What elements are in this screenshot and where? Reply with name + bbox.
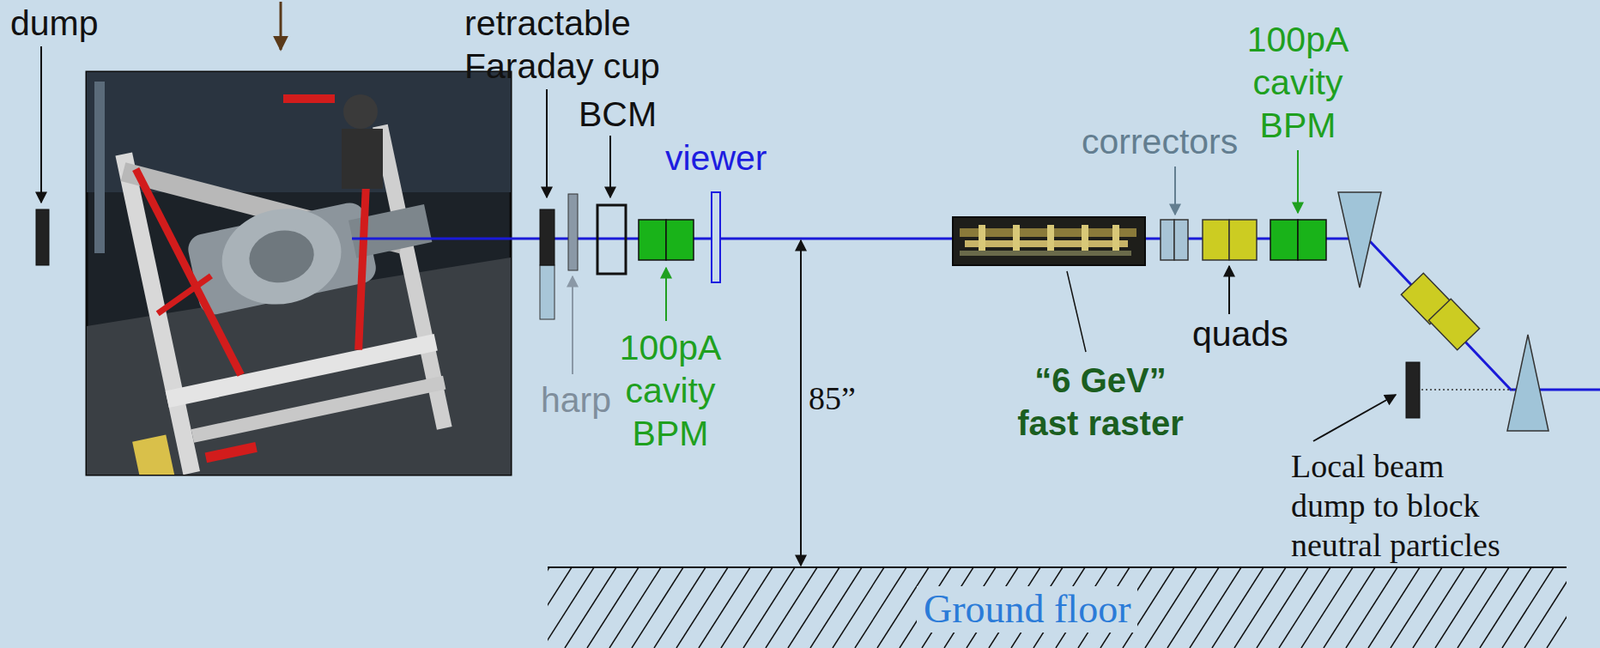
leader-arrow	[609, 135, 612, 198]
callout-label: 85”	[808, 378, 856, 419]
leader-line	[1066, 271, 1086, 352]
ground-hatch	[547, 567, 1567, 648]
quadrupole	[1202, 219, 1230, 261]
cavity-bpm	[1270, 219, 1298, 261]
cavity-bpm	[638, 219, 667, 261]
callout-label: retractable Faraday cup	[464, 1, 671, 88]
faraday-cup	[539, 209, 555, 266]
callout-label: correctors	[1081, 120, 1238, 164]
leader-arrow	[1313, 394, 1396, 442]
faraday-cup	[539, 265, 555, 320]
dipole-magnet	[1507, 334, 1549, 431]
callout-label: Ground floor	[916, 586, 1138, 633]
local-beam-dump	[1406, 362, 1420, 419]
leader-arrow	[1174, 166, 1176, 215]
cavity-bpm	[666, 219, 694, 261]
callout-label: Local beam dump to block neutral particl…	[1290, 446, 1516, 565]
leader-arrow	[1296, 150, 1299, 213]
dimension-arrow	[800, 240, 802, 566]
harp	[568, 193, 578, 271]
callout-label: BCM	[578, 92, 657, 136]
callout-label: 100pA cavity BPM	[1237, 18, 1358, 147]
neutral-path	[1421, 388, 1516, 391]
fast-raster	[952, 217, 1146, 266]
cavity-bpm	[1297, 219, 1327, 261]
corrector	[1174, 219, 1188, 261]
quadrupole	[1229, 219, 1257, 261]
beam-dump	[36, 209, 49, 266]
bcm	[597, 205, 626, 274]
callout-label: 100pA cavity BPM	[610, 326, 731, 455]
ground-line	[547, 566, 1567, 569]
leader-arrow	[279, 1, 283, 50]
leader-arrow	[665, 267, 667, 322]
viewer	[711, 192, 721, 283]
leader-arrow	[545, 89, 548, 198]
leader-arrow	[1228, 266, 1231, 315]
corrector	[1160, 219, 1175, 261]
quadrupole	[1428, 298, 1479, 351]
leader-arrow	[40, 46, 43, 203]
callout-label: viewer	[665, 136, 767, 180]
dipole-magnet	[1338, 192, 1382, 288]
target-photo	[73, 72, 511, 510]
leader-arrow	[571, 276, 574, 375]
callout-label: harp	[540, 378, 612, 422]
callout-label: dump	[10, 1, 99, 45]
callout-label: quads	[1192, 312, 1289, 356]
callout-label: “6 GeV” fast raster	[1006, 358, 1194, 445]
